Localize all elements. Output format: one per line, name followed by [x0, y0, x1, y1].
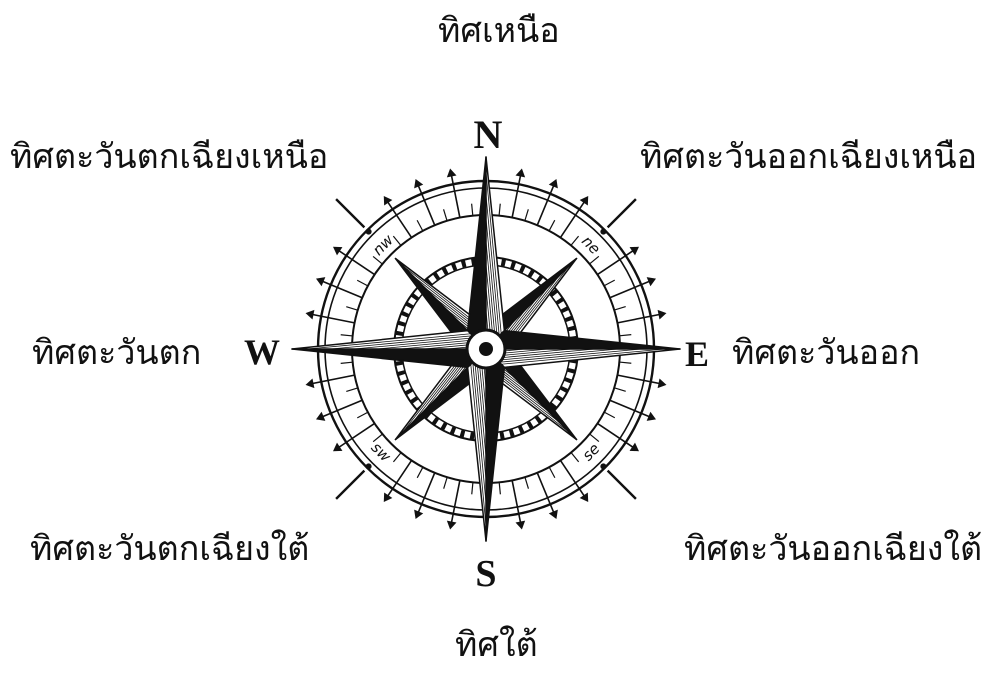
- tick-arrowhead: [333, 443, 342, 452]
- tick-arrowhead: [658, 379, 667, 389]
- tick-arrowhead: [447, 521, 457, 530]
- diagonal-dot: [366, 229, 372, 235]
- tick-arrowhead: [384, 493, 393, 502]
- tick-arrowhead: [580, 196, 589, 205]
- diagonal-line: [336, 471, 364, 499]
- tick-line: [597, 423, 637, 450]
- diagonal-dot: [600, 463, 606, 469]
- inner-tick: [341, 335, 353, 336]
- inner-tick: [472, 204, 473, 216]
- inner-tick: [346, 307, 357, 310]
- tick-arrowhead: [580, 493, 589, 502]
- inner-tick: [341, 362, 353, 363]
- star-point-cardinal-dark: [486, 349, 504, 541]
- tick-line: [560, 460, 587, 500]
- star-point-cardinal-dark: [292, 349, 486, 367]
- inner-tick: [499, 482, 500, 494]
- inner-tick: [604, 412, 615, 418]
- tick-line: [617, 313, 664, 322]
- tick-line: [450, 480, 459, 527]
- tick-line: [512, 480, 521, 527]
- tick-line: [307, 375, 354, 384]
- cardinal-e: E: [685, 334, 709, 374]
- tick-arrowhead: [630, 443, 639, 452]
- inner-tick: [444, 209, 447, 220]
- inner-tick: [444, 477, 447, 488]
- inner-tick: [472, 482, 473, 494]
- diagonal-dot: [366, 463, 372, 469]
- center-dot: [479, 342, 493, 356]
- inner-tick: [604, 280, 615, 286]
- inner-tick: [571, 453, 579, 462]
- inner-tick: [499, 204, 500, 216]
- tick-arrowhead: [516, 521, 526, 530]
- inner-tick: [417, 220, 423, 231]
- inner-tick: [525, 209, 528, 220]
- tick-arrowhead: [306, 379, 315, 389]
- star-point-cardinal-dark: [486, 331, 680, 349]
- inner-tick: [393, 453, 401, 462]
- tick-line: [450, 170, 459, 217]
- diagonal-line: [336, 199, 364, 227]
- inner-tick: [614, 307, 625, 310]
- diagonal-line: [608, 471, 636, 499]
- tick-arrowhead: [658, 310, 667, 320]
- cardinal-s: S: [475, 553, 496, 595]
- tick-line: [560, 198, 587, 238]
- diagonal-line: [608, 199, 636, 227]
- inner-tick: [619, 335, 631, 336]
- inner-tick: [549, 220, 555, 231]
- inner-tick: [525, 477, 528, 488]
- inner-tick: [614, 388, 625, 391]
- tick-arrowhead: [306, 310, 315, 320]
- inner-tick: [619, 362, 631, 363]
- tick-arrowhead: [630, 247, 639, 256]
- tick-line: [597, 248, 637, 275]
- tick-line: [512, 170, 521, 217]
- tick-line: [385, 460, 412, 500]
- tick-line: [335, 248, 375, 275]
- star-point-cardinal-dark: [468, 157, 486, 349]
- inner-tick: [417, 467, 423, 478]
- tick-line: [385, 198, 412, 238]
- tick-arrowhead: [447, 169, 457, 178]
- tick-arrowhead: [333, 247, 342, 256]
- tick-arrowhead: [516, 169, 526, 178]
- inner-tick: [549, 467, 555, 478]
- diagonal-dot: [600, 229, 606, 235]
- inner-tick: [357, 280, 368, 286]
- tick-arrowhead: [384, 196, 393, 205]
- tick-line: [335, 423, 375, 450]
- cardinal-n: N: [474, 112, 503, 157]
- inner-tick: [357, 412, 368, 418]
- tick-line: [617, 375, 664, 384]
- tick-line: [307, 313, 354, 322]
- cardinal-w: W: [244, 332, 280, 372]
- inner-tick: [346, 388, 357, 391]
